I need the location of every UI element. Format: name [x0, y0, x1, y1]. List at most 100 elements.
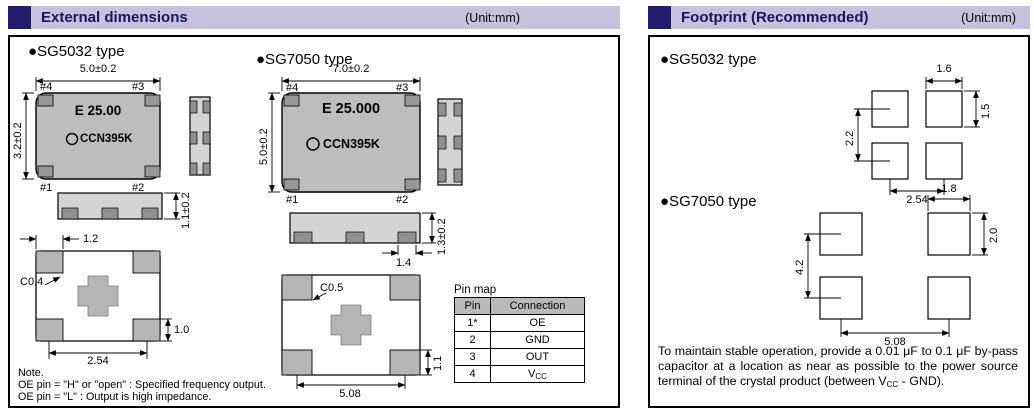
- section-marker-square: [648, 6, 671, 29]
- note-line-2: OE pin = "H" or "open" : Specified frequ…: [18, 379, 266, 391]
- pin-map-header-connection: Connection: [490, 297, 585, 315]
- external-dimensions-panel: External dimensions (Unit:mm): [8, 6, 620, 408]
- sg5032-marking-code: CCN395K: [80, 133, 133, 145]
- sg7050-pin3-label: #3: [396, 82, 409, 94]
- sg7050-outline-dims: [268, 77, 421, 193]
- fp5032-pitch-y-dim: 2.2: [844, 130, 856, 146]
- pin-map-title: Pin map: [454, 284, 497, 296]
- connection-cell: GND: [490, 331, 585, 349]
- footprint-drawing: [804, 77, 988, 337]
- sg5032-pad-height-dim: 1.0: [174, 324, 190, 336]
- sg5032-front-view: [57, 192, 163, 220]
- sg7050-bottom-view: [281, 274, 421, 376]
- sg7050-center-cross: [330, 304, 372, 346]
- sg5032-pin4-label: #4: [40, 81, 53, 93]
- pin-map-header-pin: Pin: [454, 297, 491, 315]
- sg7050-width-dim: 7.0±0.2: [332, 63, 370, 75]
- sg7050-thickness-dim-label: 1.3±0.2: [436, 218, 448, 255]
- pin-cell: 2: [454, 331, 491, 349]
- sg7050-type-title: ●SG7050 type: [256, 51, 353, 68]
- sg5032-pin1-label: #1: [40, 182, 53, 194]
- sg7050-pin4-label: #4: [286, 82, 299, 94]
- sg7050-pin1-indicator-circle: [306, 137, 320, 151]
- external-unit-label: (Unit:mm): [465, 10, 520, 25]
- footprint-panel: Footprint (Recommended) (Unit:mm): [648, 6, 1030, 408]
- fp5032-pad-height-dim: 1.5: [980, 103, 992, 119]
- sg5032-height-dim: 3.2±0.2: [12, 122, 24, 159]
- sg5032-pad-width-dim: 1.2: [83, 233, 99, 245]
- sg5032-footprint-pads: [871, 90, 963, 180]
- sg7050-pad-height-dim: 1.1: [432, 355, 444, 371]
- connection-cell: OE: [490, 314, 585, 332]
- sg5032-type-title: ●SG5032 type: [28, 43, 125, 60]
- note-vcc-subscript: CC: [886, 379, 899, 389]
- external-section-title: External dimensions: [41, 9, 188, 26]
- fp7050-pad-height-dim: 2.0: [988, 227, 1000, 243]
- footprint-sg7050-title: ●SG7050 type: [660, 193, 757, 210]
- external-dimensions-drawing: [20, 77, 463, 389]
- sg7050-footprint-dims: [804, 195, 988, 337]
- sg7050-pin1-label: #1: [286, 194, 299, 206]
- sg7050-chamfer-label: C0.5: [320, 282, 344, 294]
- sg7050-footprint-pads: [819, 212, 971, 320]
- sg5032-pin3-label: #3: [132, 81, 145, 93]
- table-row: 2 GND: [454, 331, 585, 349]
- sg7050-thickness-dim: [382, 212, 436, 256]
- vcc-subscript: CC: [535, 371, 547, 381]
- sg5032-chamfer-label: C0.4: [20, 276, 44, 288]
- sg5032-center-cross: [77, 275, 119, 317]
- external-dimensions-box: ●SG5032 type 5.0±0.2 #4 #3 3.2±0.2 #1 #2…: [8, 35, 620, 408]
- sg7050-marking-code: CCN395K: [323, 137, 380, 151]
- sg5032-pad-pitch-dim: 2.54: [87, 355, 109, 367]
- note-part-1: To maintain stable operation, provide a …: [658, 344, 1018, 388]
- fp7050-pitch-y-dim: 4.2: [794, 259, 806, 275]
- footprint-unit-label: (Unit:mm): [961, 10, 1016, 25]
- sg7050-side-view: [437, 98, 463, 186]
- sg7050-pad-pitch-dim: 5.08: [339, 388, 361, 400]
- pin-map-header-row: Pin Connection: [454, 297, 585, 315]
- table-row: 1* OE: [454, 314, 585, 332]
- sg5032-thickness-dim-label: 1.1±0.2: [180, 192, 192, 229]
- sg7050-bottom-dims: [296, 292, 432, 389]
- oe-pin-note: Note. OE pin = "H" or "open" : Specified…: [18, 367, 266, 403]
- sg5032-footprint-dims: [854, 77, 980, 195]
- fp7050-pad-width-dim: 1.8: [941, 183, 957, 195]
- sg5032-thickness-dim: [164, 192, 180, 220]
- footprint-section-title: Footprint (Recommended): [681, 9, 869, 26]
- sg7050-height-dim: 5.0±0.2: [258, 128, 270, 165]
- sg7050-pin2-label: #2: [396, 194, 409, 206]
- pin-cell: 1*: [454, 314, 491, 332]
- note-part-2: - GND).: [898, 373, 945, 388]
- sg5032-marking-frequency: E 25.00: [74, 103, 122, 118]
- pin-cell: 3: [454, 348, 491, 366]
- sg5032-pin1-indicator-circle: [65, 132, 79, 146]
- sg5032-width-dim: 5.0±0.2: [79, 63, 117, 75]
- sg7050-marking-frequency: E 25.000: [321, 101, 381, 117]
- fp5032-pitch-x-dim: 2.54: [906, 194, 928, 206]
- bypass-capacitor-note: To maintain stable operation, provide a …: [658, 344, 1018, 393]
- table-row: 4 VCC: [454, 365, 585, 383]
- section-marker-square: [8, 6, 31, 29]
- vcc-main: V: [528, 367, 536, 380]
- sg5032-bottom-view: [35, 250, 161, 342]
- sg5032-top-view: [35, 92, 161, 180]
- sg5032-outline-dims: [22, 77, 161, 180]
- note-line-1: Note.: [18, 367, 44, 379]
- fp7050-pitch-x-dim: 5.08: [884, 336, 906, 348]
- footprint-section-header: Footprint (Recommended) (Unit:mm): [648, 6, 1030, 29]
- footprint-box: ●SG5032 type 1.6 1.5 2.2 2.54 ●SG7050 ty…: [648, 35, 1030, 408]
- note-line-3: OE pin = "L" : Output is high impedance.: [18, 391, 212, 403]
- connection-cell: OUT: [490, 348, 585, 366]
- table-row: 3 OUT: [454, 348, 585, 366]
- sg7050-pad-width-dim: 1.4: [396, 257, 412, 269]
- footprint-sg5032-title: ●SG5032 type: [660, 51, 757, 68]
- sg5032-side-view: [189, 96, 211, 176]
- sg7050-top-view: [281, 92, 421, 193]
- pin-map-table: Pin Connection 1* OE 2 GND 3 OUT 4 VCC: [454, 297, 585, 383]
- external-section-header: External dimensions (Unit:mm): [8, 6, 620, 29]
- sg7050-front-view: [289, 212, 421, 244]
- connection-cell-vcc: VCC: [490, 365, 585, 383]
- pin-cell: 4: [454, 365, 491, 383]
- sg5032-pin2-label: #2: [132, 182, 145, 194]
- sg5032-bottom-dims: [20, 235, 172, 359]
